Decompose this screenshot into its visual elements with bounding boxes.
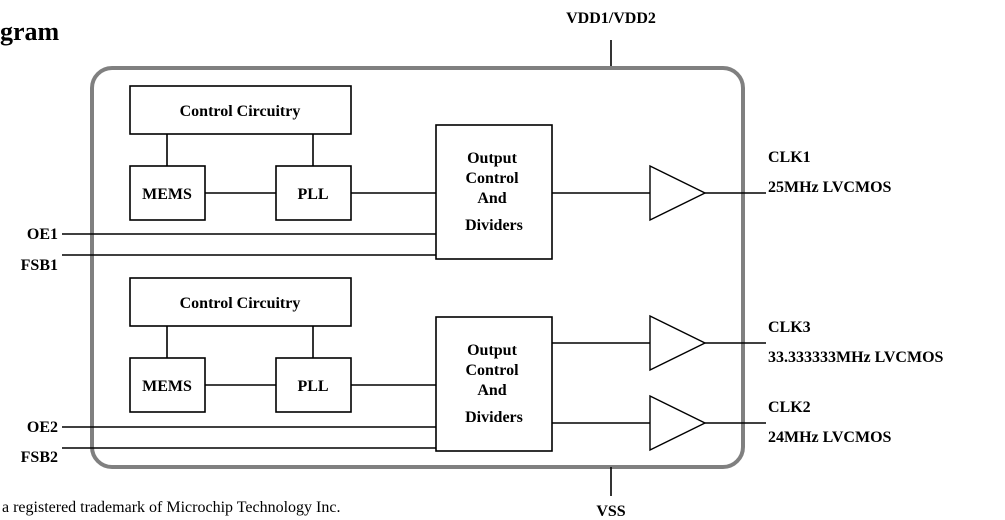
output-control-2-line-1: Output <box>467 342 517 359</box>
pll-2-label: PLL <box>297 378 328 395</box>
clk2-spec: 24MHz LVCMOS <box>768 429 892 446</box>
pll-1-label: PLL <box>297 186 328 203</box>
clk2-name: CLK2 <box>768 399 811 416</box>
pll-1 <box>275 165 352 221</box>
oe2-label: OE2 <box>27 419 58 436</box>
mems-2-label: MEMS <box>142 378 192 395</box>
buffer-clk2 <box>649 394 707 452</box>
output-control-1-line-1: Output <box>467 150 517 167</box>
clk1-name: CLK1 <box>768 149 811 166</box>
clk1-spec: 25MHz LVCMOS <box>768 179 892 196</box>
diagram-title: gram <box>0 17 60 46</box>
mems-1 <box>129 165 206 221</box>
output-control-1-line-4: Dividers <box>465 217 523 234</box>
output-control-2 <box>435 316 553 452</box>
oe1-label: OE1 <box>27 226 58 243</box>
output-control-2-line-4: Dividers <box>465 409 523 426</box>
output-control-1-line-3: And <box>477 190 506 207</box>
pll-block-1: Control Circuitry MEMS PLL Output Contro… <box>129 85 766 260</box>
output-control-2-line-2: Control <box>465 362 519 379</box>
pll-2 <box>275 357 352 413</box>
control-circuitry-1 <box>129 85 352 135</box>
vss-label: VSS <box>596 503 625 520</box>
output-control-1-label: Output Control And Dividers <box>465 150 523 234</box>
output-control-2-line-3: And <box>477 382 506 399</box>
output-control-1-line-2: Control <box>465 170 519 187</box>
control-circuitry-2 <box>129 277 352 327</box>
fsb2-label: FSB2 <box>21 449 58 466</box>
buffer-clk3 <box>649 314 707 372</box>
control-circuitry-2-label: Control Circuitry <box>180 295 301 312</box>
control-circuitry-1-label: Control Circuitry <box>180 103 301 120</box>
mems-2 <box>129 357 206 413</box>
vdd-label: VDD1/VDD2 <box>566 10 656 27</box>
fsb1-label: FSB1 <box>21 257 58 274</box>
buffer-clk1 <box>649 164 707 222</box>
mems-1-label: MEMS <box>142 186 192 203</box>
clk3-spec: 33.333333MHz LVCMOS <box>768 349 944 366</box>
output-control-1 <box>435 124 553 260</box>
clk3-name: CLK3 <box>768 319 811 336</box>
output-control-2-label: Output Control And Dividers <box>465 342 523 426</box>
package-outline <box>90 66 745 469</box>
pll-block-2: Control Circuitry MEMS PLL Output Contro… <box>129 277 766 452</box>
trademark-footnote: a registered trademark of Microchip Tech… <box>2 499 340 516</box>
